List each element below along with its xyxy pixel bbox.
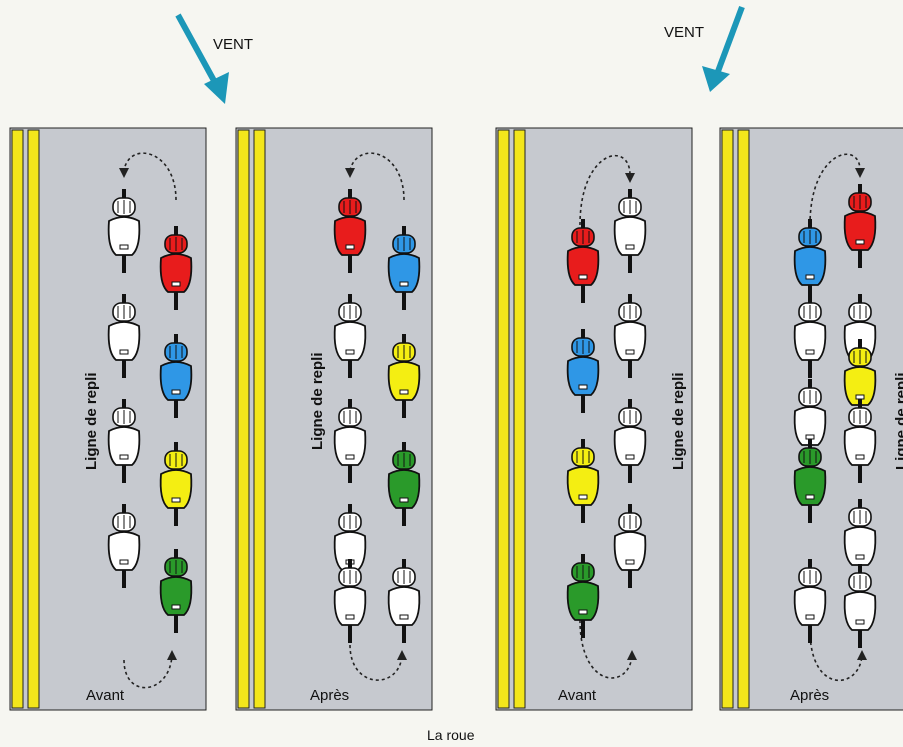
rider-p1-left-2	[107, 294, 141, 378]
rider-p2-right-2	[387, 334, 421, 418]
figure-caption: La roue	[427, 727, 475, 743]
rider-p4-right-6	[843, 564, 877, 648]
lane-label-2: Ligne de repli	[309, 352, 326, 450]
rider-p4-right-1	[843, 184, 877, 268]
rider-p4-left-2	[793, 294, 827, 378]
rider-p2-left-3	[333, 399, 367, 483]
rider-p1-right-4	[159, 549, 193, 633]
wind-arrow-left	[175, 13, 229, 104]
lane-label-4: Ligne de repli	[893, 372, 903, 470]
lane-label-3: Ligne de repli	[670, 372, 687, 470]
rider-p3-left-2	[566, 329, 600, 413]
rider-p4-left-1	[793, 219, 827, 303]
lane-label-1: Ligne de repli	[83, 372, 100, 470]
rider-p2-left-5	[333, 559, 367, 643]
rider-p1-left-1	[107, 189, 141, 273]
rider-p3-right-1	[613, 189, 647, 273]
wind-label-left: VENT	[213, 36, 253, 53]
riders-layer	[107, 184, 877, 648]
rider-p4-right-4	[843, 399, 877, 483]
panel-2-label: Après	[310, 687, 349, 704]
rider-p3-right-3	[613, 399, 647, 483]
rider-p3-right-4	[613, 504, 647, 588]
rider-p4-left-5	[793, 559, 827, 643]
rider-p1-right-2	[159, 334, 193, 418]
rider-p1-left-4	[107, 504, 141, 588]
panel-3-label: Avant	[558, 687, 597, 704]
rider-p2-right-1	[387, 226, 421, 310]
rider-p2-left-1	[333, 189, 367, 273]
rider-p2-right-3	[387, 442, 421, 526]
wind-label-right: VENT	[664, 24, 704, 41]
rider-p4-right-5	[843, 499, 877, 583]
rider-p2-left-2	[333, 294, 367, 378]
panel-4-label: Après	[790, 687, 829, 704]
rider-p3-left-3	[566, 439, 600, 523]
panel-3	[495, 127, 693, 711]
rider-p2-right-4	[387, 559, 421, 643]
rider-p1-left-3	[107, 399, 141, 483]
rider-p3-left-4	[566, 554, 600, 638]
rider-p4-right-3	[843, 339, 877, 423]
panel-1-label: Avant	[86, 687, 125, 704]
rider-p3-left-1	[566, 219, 600, 303]
rotation-arrows	[123, 152, 863, 689]
rider-p4-left-4	[793, 439, 827, 523]
rotation-arrowheads	[119, 168, 867, 660]
wind-arrow-right	[702, 5, 745, 92]
rider-p3-right-2	[613, 294, 647, 378]
rider-p1-right-3	[159, 442, 193, 526]
rider-p1-right-1	[159, 226, 193, 310]
